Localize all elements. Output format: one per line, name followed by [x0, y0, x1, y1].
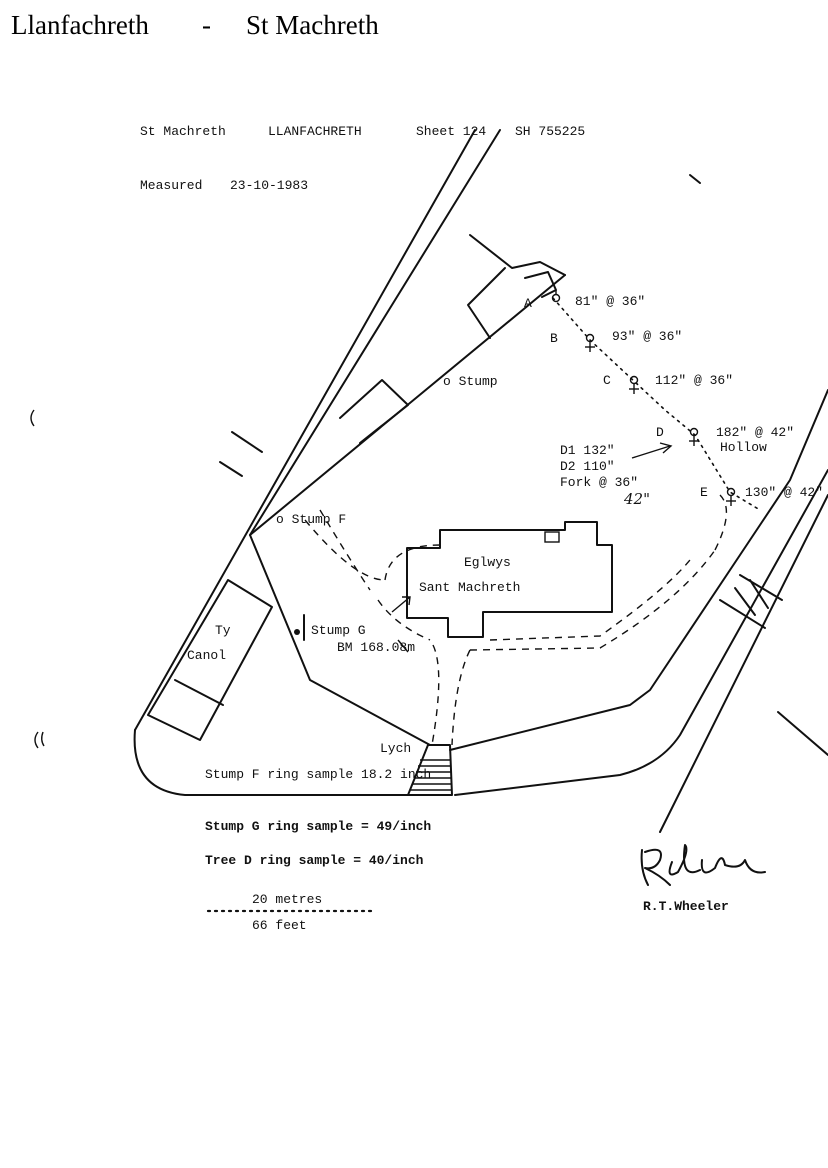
path	[489, 559, 691, 641]
stump-label: o Stump	[443, 374, 498, 389]
church-outline	[406, 521, 613, 638]
road-edge-se	[777, 711, 828, 756]
churchyard-boundary-east	[449, 389, 828, 751]
tree-d1: D1 132"	[560, 443, 615, 458]
margin-mark	[34, 731, 39, 749]
building-boundary	[339, 379, 409, 444]
stump-g-label: Stump G	[311, 623, 366, 638]
measured-label: Measured	[140, 178, 203, 193]
church-name-line2: Sant Machreth	[419, 580, 521, 595]
church-feature	[544, 531, 560, 543]
sample-tree-d: Tree D ring sample = 40/inch	[205, 853, 424, 868]
tree-d2: D2 110"	[560, 459, 615, 474]
tree-a-letter: A	[524, 296, 532, 311]
path	[377, 599, 431, 641]
tree-e-letter: E	[700, 485, 708, 500]
building-ne-inner	[524, 271, 557, 298]
arrow-tree-d	[631, 445, 671, 459]
gate-east	[739, 574, 783, 601]
gate-east	[719, 599, 766, 629]
tree-a-symbol	[551, 290, 561, 303]
building-ne-wall	[467, 267, 506, 339]
path	[304, 519, 386, 581]
measured-date: 23-10-1983	[230, 178, 309, 193]
tree-d-fork-corrected: 42"	[624, 490, 650, 508]
tree-b-symbol	[585, 333, 595, 352]
header-dash: -	[202, 10, 211, 40]
tree-c-measure: 112" @ 36"	[655, 373, 734, 388]
tree-d-symbol	[689, 427, 699, 446]
road-edge-east	[249, 129, 501, 536]
ty-label: Ty	[215, 623, 231, 638]
stump-g-marker	[294, 614, 305, 641]
path	[319, 509, 371, 591]
sample-stump-f: Stump F ring sample 18.2 inch	[205, 767, 432, 782]
bm-marker	[397, 639, 409, 653]
arrow-church	[391, 596, 411, 613]
ty-canol-divider	[174, 679, 224, 706]
tree-a-measure: 81" @ 36"	[575, 294, 646, 309]
building-ne-wall	[469, 234, 566, 276]
survey-sheet-number: Sheet 124	[416, 124, 487, 139]
margin-mark	[30, 409, 35, 427]
signature-name: R.T.Wheeler	[643, 899, 729, 914]
churchyard-boundary-west	[249, 534, 431, 746]
lych-label: Lych	[380, 741, 412, 756]
tree-b-measure: 93" @ 36"	[612, 329, 683, 344]
tree-d-letter: D	[656, 425, 664, 440]
bm-label: BM 168.08m	[337, 640, 416, 655]
road-tick	[689, 174, 701, 184]
scale-feet: 66 feet	[252, 918, 307, 933]
scale-metres: 20 metres	[252, 892, 323, 907]
ty-canol-building	[147, 579, 273, 741]
header-church: St Machreth	[246, 10, 379, 40]
path	[469, 549, 716, 651]
tree-e-measure: 130" @ 42"	[745, 485, 824, 500]
canol-label: Canol	[187, 648, 227, 663]
road-tick	[219, 461, 243, 477]
path	[714, 494, 728, 551]
path	[451, 649, 471, 746]
header-place: Llanfachreth	[11, 10, 149, 40]
tree-b-letter: B	[550, 331, 558, 346]
margin-mark	[41, 731, 45, 747]
survey-title: St Machreth	[140, 124, 226, 139]
road-edge-west	[134, 129, 476, 731]
tree-d-note: Hollow	[720, 440, 767, 455]
path	[431, 644, 440, 746]
road-edge-south-east	[454, 469, 828, 796]
church-name-line1: Eglwys	[464, 555, 511, 570]
stump-f-label: o Stump F	[276, 512, 347, 527]
tree-d-measure: 182" @ 42"	[716, 425, 795, 440]
tree-c-symbol	[629, 375, 639, 394]
sample-stump-g: Stump G ring sample = 49/inch	[205, 819, 432, 834]
road-tick	[231, 431, 263, 453]
road-edge-east-outer	[659, 494, 828, 833]
tree-e-symbol	[726, 487, 736, 506]
signature-scribble	[640, 844, 766, 886]
tree-d-fork: Fork @ 36"	[560, 475, 639, 490]
road-edge-south	[133, 729, 411, 796]
gate-east	[734, 587, 756, 616]
tree-line	[552, 297, 761, 511]
tree-c-letter: C	[603, 373, 611, 388]
path	[384, 544, 441, 581]
survey-grid-ref: SH 755225	[515, 124, 586, 139]
survey-place: LLANFACHRETH	[268, 124, 362, 139]
